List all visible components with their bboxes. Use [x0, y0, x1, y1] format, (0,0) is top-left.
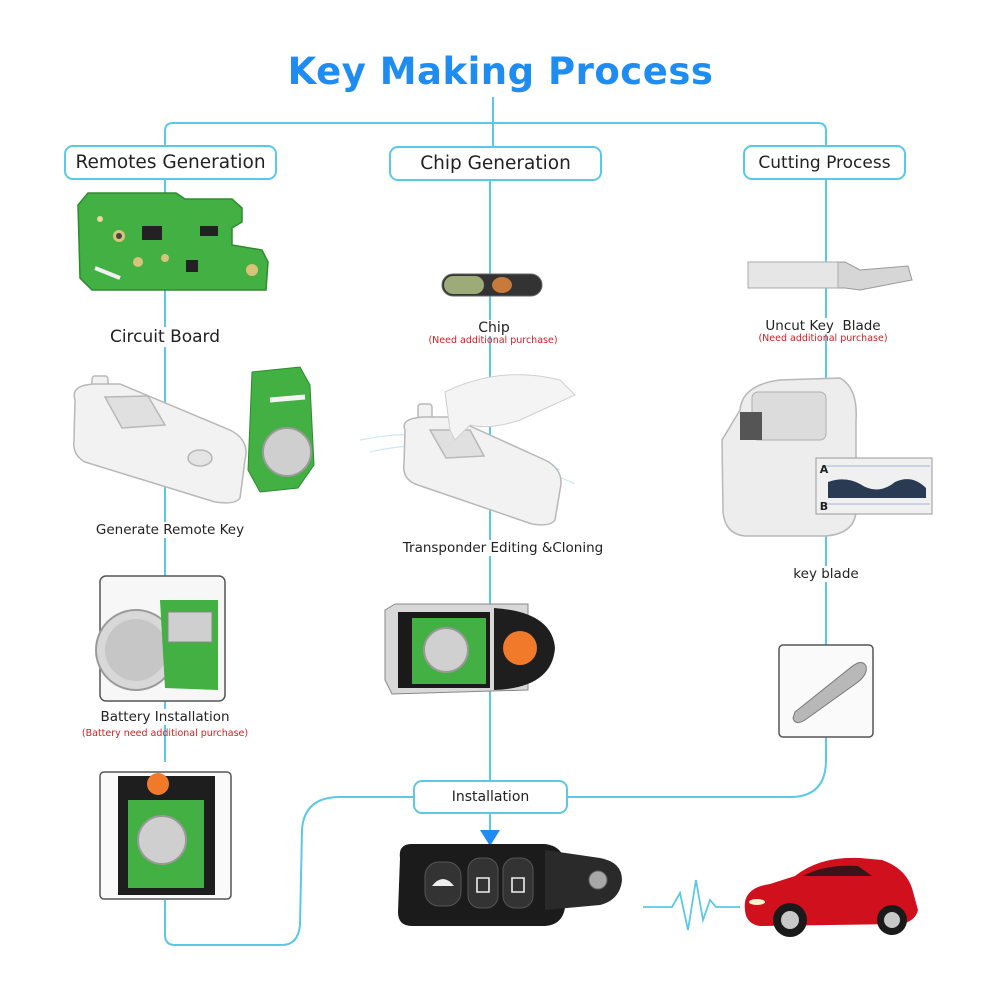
header-remotes-generation: Remotes Generation [64, 145, 277, 180]
left-return-line [164, 796, 415, 946]
remote-interior-image [99, 771, 232, 900]
header-label: Cutting Process [758, 152, 891, 173]
chip-image [441, 273, 543, 297]
uncut-blade-image [747, 261, 913, 291]
note-chip-purchase: (Need additional purchase) [428, 335, 558, 346]
note-blade-purchase: (Need additional purchase) [758, 333, 888, 344]
caption-generate-remote-key: Generate Remote Key [88, 522, 252, 538]
signal-wave [643, 879, 740, 931]
header-chip-generation: Chip Generation [389, 146, 602, 181]
top-branch-line [164, 122, 827, 148]
chart-label-a: A [819, 463, 829, 476]
caption-uncut-key-blade: Uncut Key Blade [760, 318, 886, 334]
note-battery-purchase: (Battery need additional purchase) [81, 728, 249, 739]
key-blade-closeup-image [778, 644, 874, 738]
page-title: Key Making Process [287, 50, 714, 93]
caption-circuit-board: Circuit Board [100, 327, 230, 347]
caption-key-blade: key blade [786, 566, 866, 582]
header-label: Remotes Generation [75, 152, 266, 173]
installation-arrow-icon [480, 830, 500, 846]
installation-box: Installation [413, 780, 568, 814]
car-image [744, 857, 918, 937]
caption-transponder-editing: Transponder Editing &Cloning [396, 540, 610, 556]
caption-chip: Chip [464, 320, 524, 336]
remote-tool-image-left [72, 375, 247, 504]
transponder-tool-image [359, 374, 576, 526]
pcb-inset-left [247, 366, 315, 493]
circuit-board-image [77, 192, 269, 291]
battery-image [95, 575, 226, 702]
chart-label-b: B [819, 500, 829, 513]
right-column-line [530, 180, 827, 798]
header-cutting-process: Cutting Process [743, 145, 906, 180]
flip-key-image [398, 844, 622, 926]
key-shell-open-image [384, 603, 555, 695]
header-label: Chip Generation [420, 153, 571, 174]
installation-label: Installation [451, 789, 530, 805]
key-cutting-machine-image [721, 377, 933, 537]
caption-battery-installation: Battery Installation [92, 709, 238, 725]
